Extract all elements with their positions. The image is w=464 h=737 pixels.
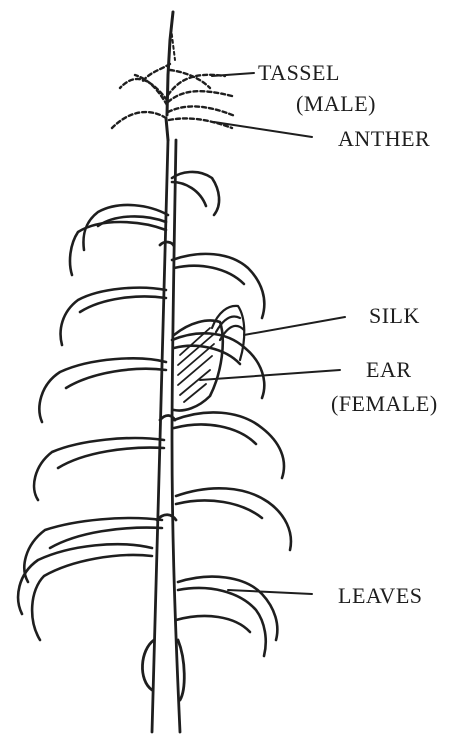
label-tassel: TASSEL xyxy=(258,62,340,84)
label-silk: SILK xyxy=(369,305,420,327)
label-ear: EAR xyxy=(366,359,412,381)
label-female: (FEMALE) xyxy=(331,393,438,415)
label-leaves: LEAVES xyxy=(338,585,423,607)
label-anther: ANTHER xyxy=(338,128,430,150)
label-male: (MALE) xyxy=(296,93,376,115)
leaves xyxy=(18,172,291,656)
silk xyxy=(212,306,244,360)
